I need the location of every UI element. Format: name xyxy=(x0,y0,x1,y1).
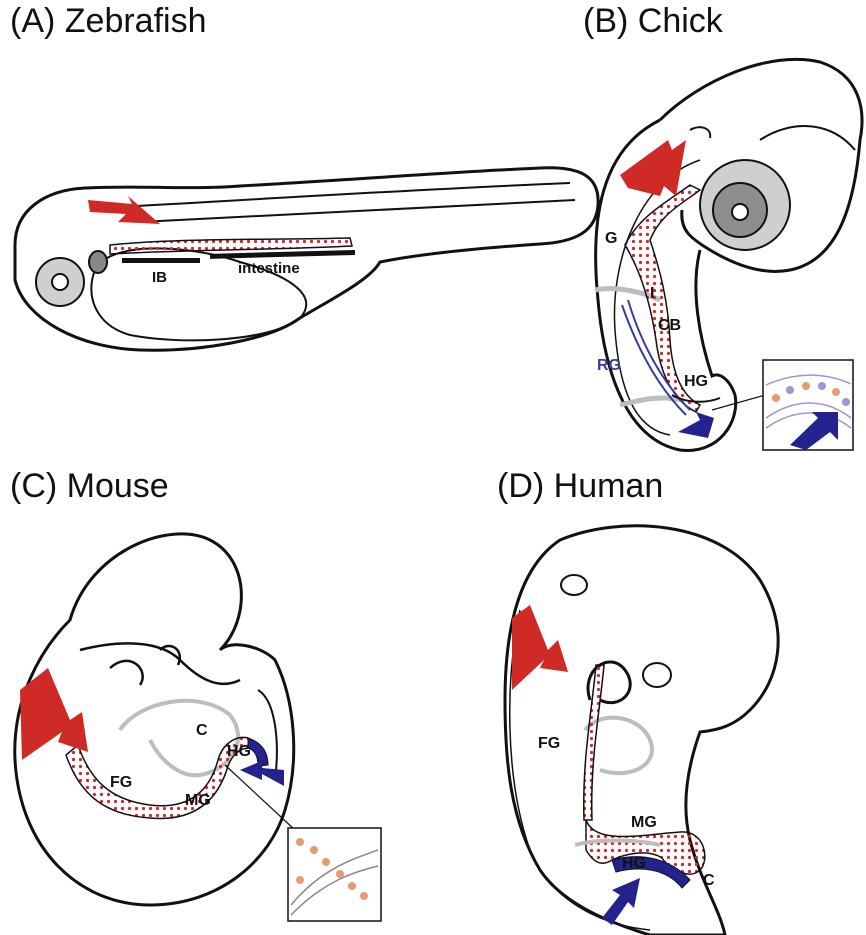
label-ib: IB xyxy=(152,269,167,286)
label-rg: RG xyxy=(597,357,621,374)
label-mg-mouse: MG xyxy=(185,792,211,809)
label-fg-mouse: FG xyxy=(110,774,132,791)
zebrafish-otic-vesicle xyxy=(89,251,107,273)
label-hg-mouse: HG xyxy=(227,743,251,760)
label-i: I xyxy=(650,285,654,302)
label-c-human: C xyxy=(703,872,715,889)
label-hg: HG xyxy=(684,373,708,390)
label-c-mouse: C xyxy=(196,722,208,739)
zebrafish-diagram: IB intestine xyxy=(15,168,598,350)
zebrafish-pupil xyxy=(52,274,68,290)
label-hg-human: HG xyxy=(622,855,646,872)
label-fg-human: FG xyxy=(538,735,560,752)
chick-diagram: G I CB RG HG xyxy=(595,59,862,450)
sacral-crest-arrow-b xyxy=(678,412,714,438)
label-g: G xyxy=(605,230,617,247)
label-cb: CB xyxy=(658,317,681,334)
intestinal-bulb-bar xyxy=(122,258,200,263)
human-eye-region xyxy=(643,663,671,687)
human-otic-vesicle xyxy=(561,575,587,595)
mouse-diagram: C HG FG MG xyxy=(15,534,381,921)
neural-crest-arrow-b xyxy=(620,140,686,196)
human-diagram: FG MG HG C xyxy=(505,526,778,935)
label-mg-human: MG xyxy=(631,814,657,831)
label-intestine: intestine xyxy=(238,260,300,277)
chick-pupil xyxy=(732,204,748,220)
inset-b-pointer xyxy=(712,395,765,410)
